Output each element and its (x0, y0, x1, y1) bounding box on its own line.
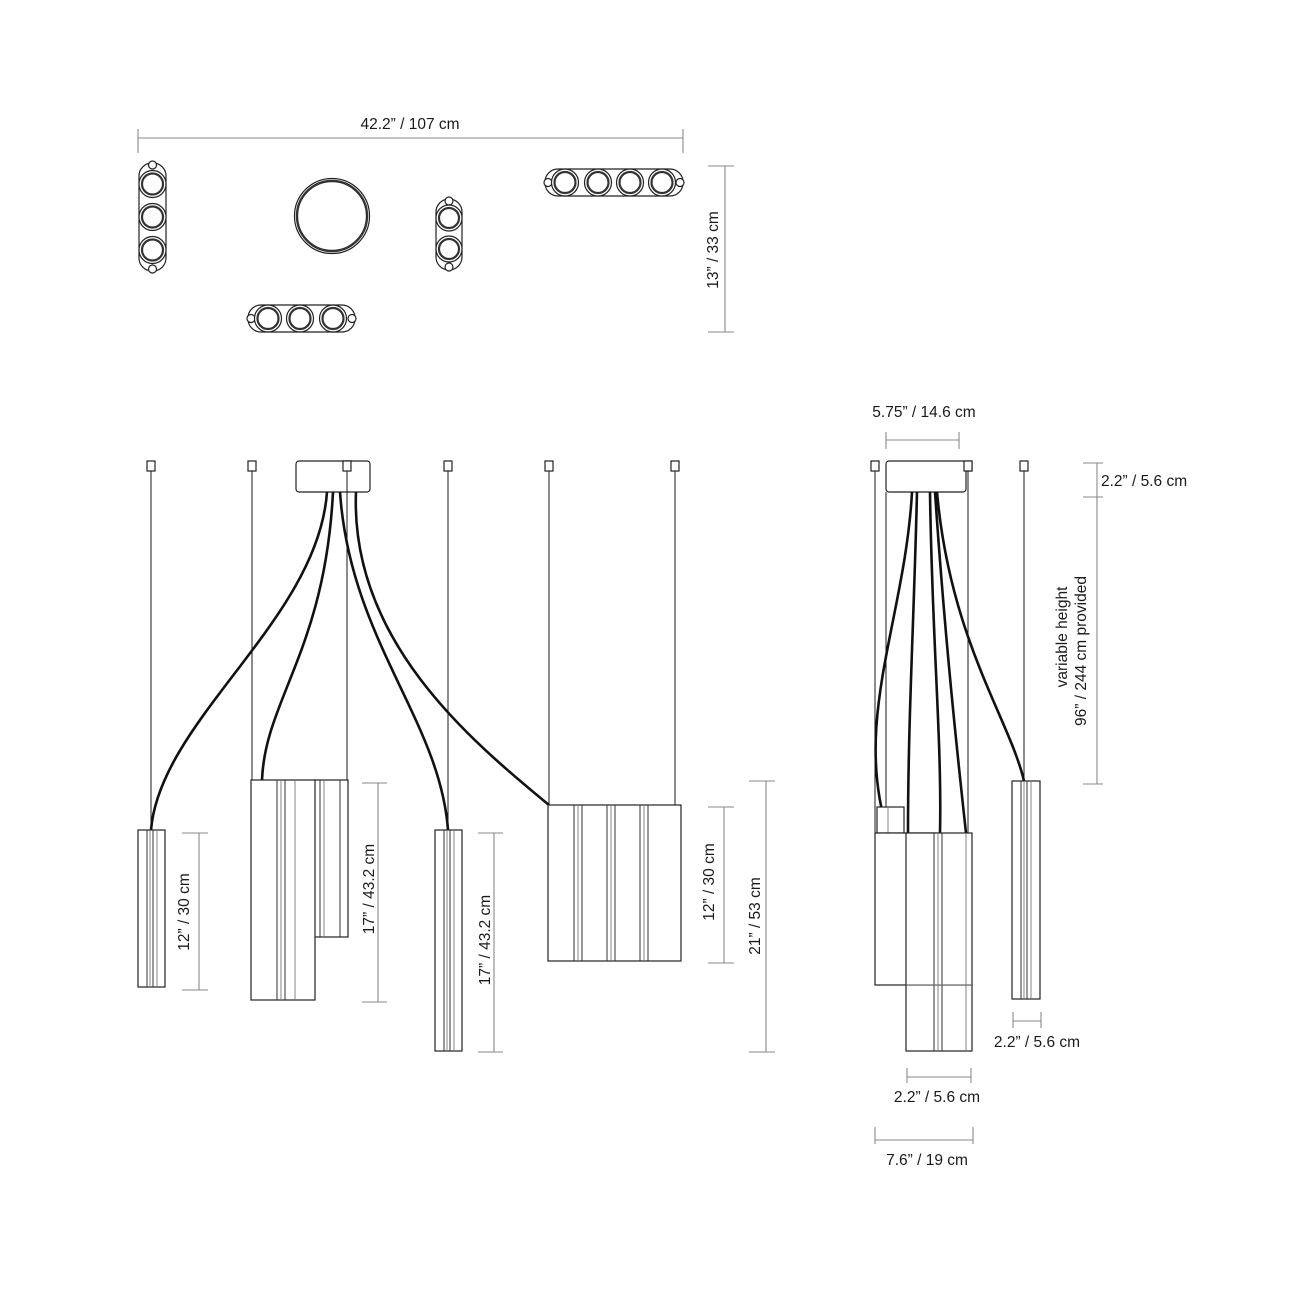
dim-tube-width-bottom: 2.2” / 5.6 cm (894, 1068, 980, 1106)
cable-length-label-2: 96” / 244 cm provided (1073, 576, 1090, 726)
side-canopy-anchor (963, 460, 973, 472)
power-cables (149, 491, 550, 831)
plan-depth-label: 13” / 33 cm (705, 211, 722, 289)
dim-pendant-d: 12” / 30 cm (701, 806, 734, 964)
plan-depth-dimension: 13” / 33 cm (705, 165, 734, 333)
plan-width-dimension: 42.2” / 107 cm (137, 116, 684, 153)
pendant-c (434, 829, 463, 1052)
side-elevation: 5.75” / 14.6 cm (870, 404, 1187, 1169)
pendant-a (137, 829, 166, 988)
dim-pendant-a: 12” / 30 cm (176, 832, 208, 991)
dim-canopy-height: 2.2” / 5.6 cm (1083, 462, 1187, 498)
side-canopy (885, 460, 967, 493)
plan-width-label: 42.2” / 107 cm (360, 116, 459, 133)
plan-view: 42.2” / 107 cm (137, 116, 734, 333)
dim-overall-drop: 21” / 53 cm (747, 780, 775, 1053)
plan-module-horizontal-4 (543, 168, 685, 197)
tube-width-right-label: 2.2” / 5.6 cm (994, 1034, 1080, 1051)
dim-cluster-width: 7.6” / 19 cm (874, 1127, 974, 1169)
pendant-d-height-label: 12” / 30 cm (701, 843, 718, 921)
plan-module-vertical-2 (435, 196, 463, 272)
canopy (295, 460, 371, 493)
side-cables (874, 491, 1026, 834)
dim-pendant-c: 17” / 43.2 cm (477, 832, 503, 1053)
suspension-wires (150, 471, 676, 830)
side-cluster (874, 832, 973, 1052)
plan-module-vertical-3 (138, 160, 167, 274)
plan-module-horizontal-3 (246, 304, 357, 333)
dim-cable-length: variable height 96” / 244 cm provided (1054, 497, 1103, 785)
pendant-a-height-label: 12” / 30 cm (176, 873, 193, 951)
side-slim-tube (1011, 780, 1041, 1000)
dim-pendant-b: 17” / 43.2 cm (361, 782, 387, 1003)
pendant-b-height-label: 17” / 43.2 cm (361, 844, 378, 934)
canopy-anchor (342, 460, 352, 472)
canopy-width-label: 5.75” / 14.6 cm (872, 404, 975, 421)
plan-module-round (293, 177, 371, 255)
pendant-d (547, 804, 682, 962)
overall-drop-label: 21” / 53 cm (747, 877, 764, 955)
tube-width-bottom-label: 2.2” / 5.6 cm (894, 1089, 980, 1106)
cable-length-label-1: variable height (1054, 586, 1071, 688)
pendant-b (250, 779, 349, 1001)
front-elevation: 12” / 30 cm 17” / 43.2 cm 17” / 43.2 cm … (137, 460, 775, 1053)
ceiling-anchors (146, 460, 680, 472)
side-wires (874, 471, 1025, 833)
dim-tube-width-right: 2.2” / 5.6 cm (994, 1012, 1080, 1051)
side-rear-shade (876, 806, 905, 834)
cluster-width-label: 7.6” / 19 cm (886, 1152, 968, 1169)
dim-canopy-width: 5.75” / 14.6 cm (872, 404, 976, 449)
pendant-c-height-label: 17” / 43.2 cm (477, 895, 494, 985)
canopy-height-label: 2.2” / 5.6 cm (1101, 473, 1187, 490)
